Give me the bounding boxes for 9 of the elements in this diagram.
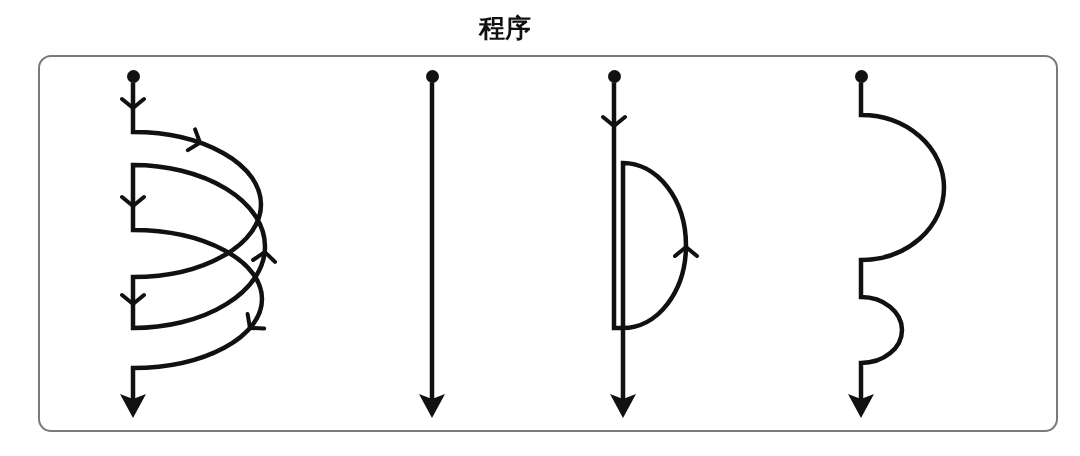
flow-arrow [120,82,277,418]
start-dot [425,69,439,83]
flow-arrow [601,82,699,418]
flow-arrow [848,82,947,418]
flow-arrow [419,82,445,418]
title: 程序 [477,12,532,44]
start-dot [126,69,140,83]
start-dot [854,69,868,83]
start-dot [607,69,621,83]
